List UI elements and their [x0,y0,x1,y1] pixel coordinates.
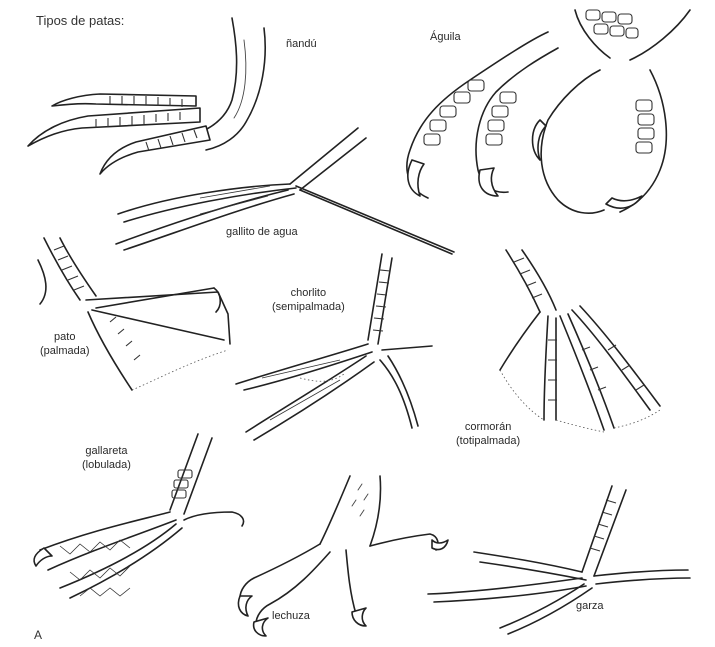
label-lechuza: lechuza [272,610,310,622]
label-cormoran: cormorán (totipalmada) [456,420,520,448]
label-aguila: Águila [430,31,461,43]
label-gallito: gallito de agua [226,226,298,238]
label-pato: pato (palmada) [40,330,90,358]
garza-foot-drawing [428,486,690,634]
figure-marker: A [34,628,42,642]
label-chorlito: chorlito (semipalmada) [272,286,345,314]
label-nandu: ñandú [286,38,317,50]
pato-foot-drawing [38,238,230,390]
nandu-foot-drawing [28,18,265,174]
lechuza-foot-drawing [238,476,448,636]
cormoran-foot-drawing [500,250,660,432]
chorlito-foot-drawing [236,254,432,440]
label-gallareta: gallareta (lobulada) [82,444,131,472]
gallareta-foot-drawing [34,434,243,598]
label-garza: garza [576,600,604,612]
